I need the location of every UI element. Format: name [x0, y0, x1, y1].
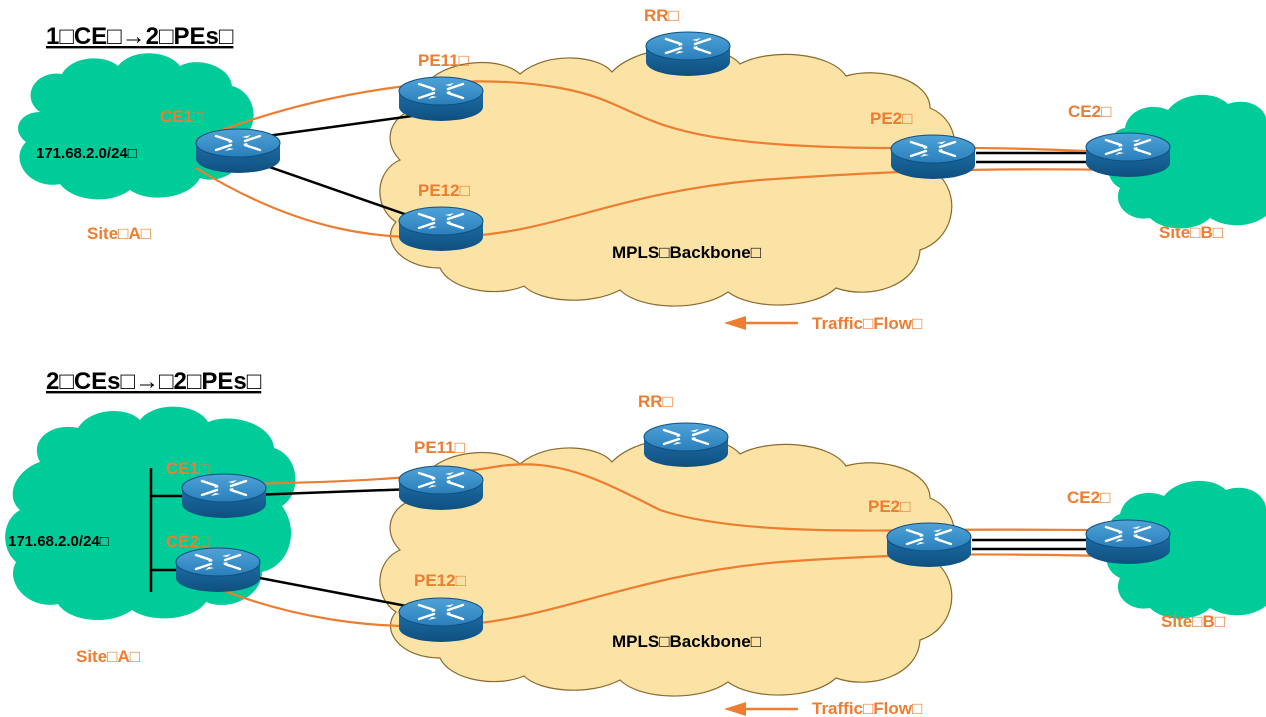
label-mpls-backbone: MPLS□Backbone□	[612, 632, 761, 651]
traffic-path-via-pe11	[195, 80, 1111, 154]
router-rr-icon	[644, 30, 732, 78]
label-rr: RR□	[638, 392, 673, 411]
router-ce1-icon	[180, 472, 268, 520]
label-pe2: PE2□	[868, 497, 910, 516]
label-traffic-flow: Traffic□Flow□	[812, 314, 922, 333]
arrow-left-icon	[724, 316, 746, 330]
label-ce2-right: CE2□	[1067, 488, 1110, 507]
label-pe12: PE12□	[418, 181, 470, 200]
label-site-b: Site□B□	[1161, 612, 1225, 631]
label-ce2-left: CE2□	[166, 532, 209, 551]
router-ce2-left-icon	[174, 546, 262, 594]
router-pe11-icon	[397, 75, 485, 123]
label-site-a: Site□A□	[76, 647, 140, 666]
diagram-title: 1□CE□→2□PEs□	[46, 23, 234, 50]
router-pe12-icon	[397, 596, 485, 644]
diagram-2: 2□CEs□→□2□PEs□ RR□ PE11□ PE12□ PE2□ C	[5, 368, 1266, 717]
router-pe2-icon	[889, 133, 977, 181]
label-traffic-flow: Traffic□Flow□	[812, 699, 922, 717]
label-rr: RR□	[644, 6, 679, 25]
label-pe11: PE11□	[414, 438, 465, 457]
label-prefix: 171.68.2.0/24□	[36, 145, 137, 162]
router-ce1-icon	[194, 127, 282, 175]
label-site-b: Site□B□	[1159, 223, 1223, 242]
router-pe11-icon	[397, 464, 485, 512]
label-pe11: PE11□	[418, 51, 469, 70]
diagram-1: 1□CE□→2□PEs□ RR□ PE11□ PE12□ PE2□ CE2□ C…	[18, 6, 1266, 333]
site-b-cloud-icon	[1106, 480, 1266, 619]
router-ce2-right-icon	[1084, 518, 1172, 566]
label-site-a: Site□A□	[87, 224, 151, 243]
label-pe2: PE2□	[870, 109, 912, 128]
router-pe2-icon	[885, 521, 973, 569]
site-b-cloud-icon	[1108, 94, 1266, 229]
label-ce1: CE1□	[160, 107, 203, 126]
label-pe12: PE12□	[414, 571, 466, 590]
router-rr-icon	[642, 421, 730, 469]
router-pe12-icon	[397, 205, 485, 253]
diagram-title: 2□CEs□→□2□PEs□	[46, 368, 262, 395]
traffic-path-via-pe11	[195, 463, 1111, 532]
site-a-cloud-icon	[18, 53, 254, 200]
label-ce2: CE2□	[1068, 102, 1111, 121]
label-mpls-backbone: MPLS□Backbone□	[612, 243, 761, 262]
arrow-left-icon	[724, 702, 746, 716]
label-prefix: 171.68.2.0/24□	[8, 533, 109, 550]
label-ce1: CE1□	[166, 459, 209, 478]
router-ce2-icon	[1084, 131, 1172, 179]
